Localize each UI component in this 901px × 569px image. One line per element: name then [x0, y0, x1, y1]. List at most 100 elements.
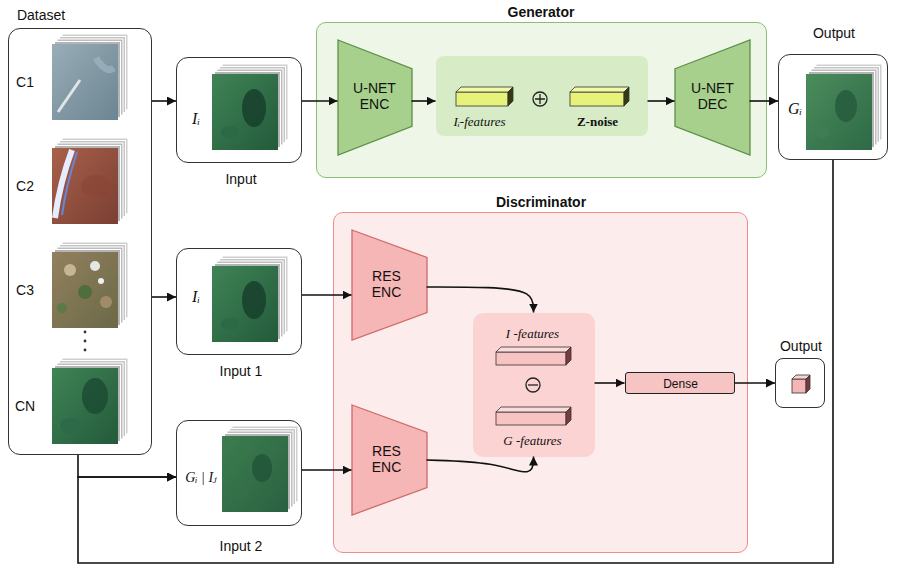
arrow-connector: [427, 287, 534, 313]
input-image: [252, 454, 272, 482]
caption-label: Input: [225, 171, 256, 188]
mixed-thumbnail: [64, 264, 76, 276]
soil-thumbnail: [52, 148, 118, 224]
soil-thumbnail: [55, 150, 72, 218]
output-box: OutputGᵢ: [778, 54, 888, 160]
arrow-connector: [302, 100, 338, 102]
panel-heading: Dataset: [17, 7, 65, 24]
mixed-thumbnail: [100, 296, 112, 308]
region-title: Discriminator: [496, 194, 586, 211]
dataset-panel: Dataset: [8, 28, 152, 455]
feature-bar: [496, 407, 571, 412]
symbol-label: Iᵢ: [192, 109, 200, 128]
res-encoder-trapezoid: [352, 405, 427, 515]
output-cube: [792, 379, 806, 393]
input-image: [215, 256, 289, 340]
arrow-connector: [302, 294, 352, 296]
subtract-symbol: [528, 384, 538, 385]
feature-bar: [496, 407, 571, 425]
caption-label: Input 2: [220, 538, 263, 555]
ellipsis-dots: [84, 340, 87, 343]
feature-bar: [496, 352, 566, 365]
output-cube: [792, 375, 810, 379]
encoder-trapezoid: [338, 40, 412, 155]
mixed-thumbnail: [52, 242, 128, 328]
mixed-thumbnail: [90, 261, 100, 271]
symbol-label: Gᵢ | Iⱼ: [185, 470, 217, 487]
mixed-thumbnail: [78, 285, 92, 299]
arrow-connector: [750, 100, 779, 102]
feature-bar: [496, 347, 571, 352]
symbol-label: Gᵢ: [788, 99, 802, 118]
add-symbol: [535, 94, 545, 104]
caption-label: Input 1: [220, 363, 263, 380]
input-image: [212, 256, 288, 342]
subtract-symbol: [526, 378, 540, 392]
feature-label: I -features: [506, 326, 559, 342]
subtract-symbol: [526, 378, 540, 392]
noise-bar: [570, 92, 624, 106]
res-encoder-trapezoid: RES ENC: [352, 405, 427, 515]
generated-image: [806, 64, 882, 150]
input-image: [212, 64, 288, 150]
feature-label: Z-noise: [577, 114, 618, 130]
decoder-trapezoid: [675, 40, 750, 155]
feature-bar: [456, 87, 513, 106]
add-symbol: [533, 92, 547, 106]
dataset-thumbnails: [52, 34, 128, 444]
res-encoder-trapezoid: [352, 230, 427, 340]
feature-bar: [456, 92, 508, 106]
input-image: [212, 266, 278, 342]
region-title: Generator: [508, 4, 575, 21]
input-image: [215, 64, 289, 148]
feature-bar: [566, 407, 571, 425]
ellipsis-dots: [84, 331, 87, 352]
res-encoder-trapezoid: RES ENC: [352, 230, 427, 340]
input-image: [242, 89, 266, 127]
arrow-connector: [152, 296, 176, 298]
input-image: [221, 318, 239, 330]
discriminator-region: DiscriminatorRES ENCRES ENCI -featuresG …: [333, 212, 748, 553]
encoder-trapezoid: U-NET ENC: [338, 40, 412, 155]
input-image: [222, 436, 288, 512]
arrow-connector: [595, 382, 625, 384]
input-image: [222, 426, 298, 512]
feature-label: Iᵢ-features: [453, 114, 505, 130]
soil-thumbnail: [52, 138, 128, 224]
class-label: C1: [16, 74, 34, 91]
block-label: RES ENC: [362, 268, 412, 302]
block-label: U-NET DEC: [686, 80, 740, 114]
dense-layer-box: Dense: [625, 372, 735, 394]
arrow-connector: [78, 455, 176, 477]
noise-bar: [570, 87, 629, 92]
feature-bar: [496, 412, 566, 425]
forest-thumbnail: [55, 358, 129, 442]
cloud-thumbnail: [52, 44, 118, 120]
decoder-trapezoid: U-NET DEC: [675, 40, 750, 155]
soil-thumbnail: [81, 175, 111, 197]
arrow-connector: [427, 457, 534, 472]
feature-bar: [508, 87, 513, 106]
noise-bar: [624, 87, 629, 106]
class-label: C2: [16, 178, 34, 195]
feature-label: G -features: [503, 433, 561, 449]
cloud-thumbnail: [52, 34, 128, 120]
feature-difference-box: I -features G -features: [473, 313, 595, 457]
output-cube: [792, 375, 810, 393]
panel-heading: Output: [780, 338, 822, 355]
mixed-thumbnail: [55, 242, 129, 326]
cloud-thumbnail: [55, 34, 129, 118]
cloud-thumbnail: [96, 58, 114, 70]
input-box: IᵢInput: [176, 57, 302, 163]
block-label: RES ENC: [362, 443, 412, 477]
arrow-connector: [412, 100, 436, 102]
input-image: [212, 74, 278, 150]
arrow-connector: [78, 160, 833, 563]
add-symbol: [533, 92, 547, 106]
forest-thumbnail: [60, 418, 80, 434]
output-cube: [806, 375, 810, 393]
cloud-thumbnail: [58, 80, 80, 112]
